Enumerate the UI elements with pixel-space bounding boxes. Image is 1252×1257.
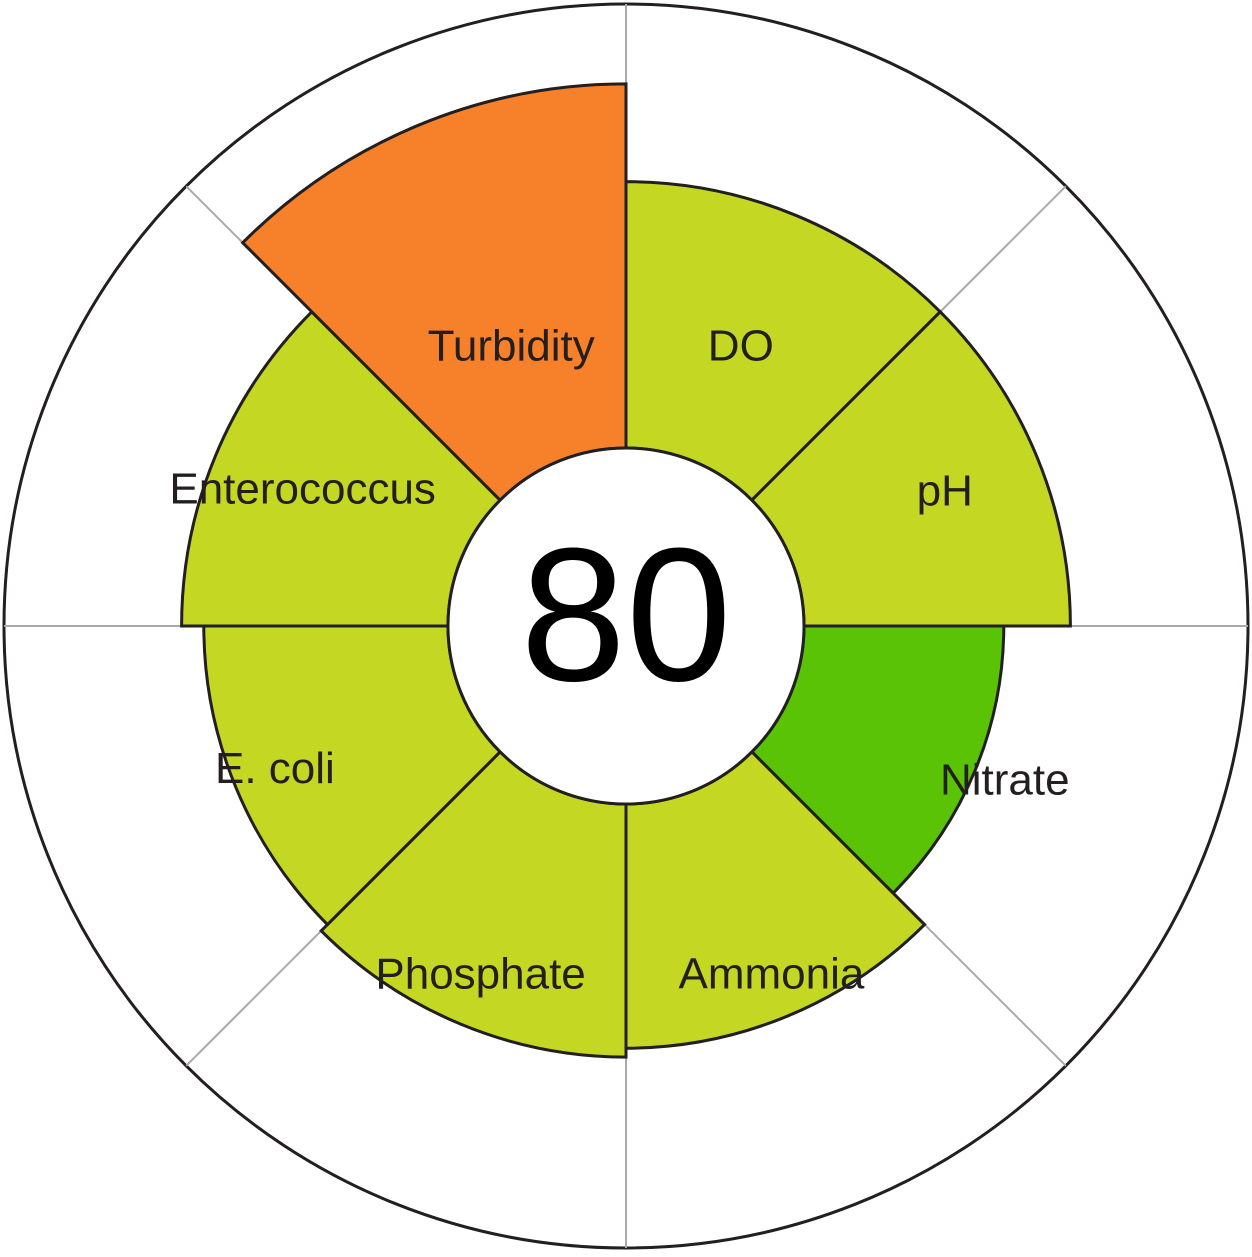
segment-label-e-coli: E. coli	[215, 744, 335, 793]
overall-score: 80	[520, 509, 731, 721]
segment-label-ph: pH	[917, 467, 973, 516]
segment-label-ammonia: Ammonia	[678, 950, 864, 999]
center-disc	[446, 446, 806, 806]
segment-label-phosphate: Phosphate	[375, 950, 585, 999]
segment-label-enterococcus: Enterococcus	[169, 465, 436, 514]
segment-wedges	[180, 82, 1072, 1059]
segment-label-nitrate: Nitrate	[940, 756, 1070, 805]
segment-label-turbidity: Turbidity	[428, 321, 595, 370]
segment-label-do: DO	[708, 321, 774, 370]
